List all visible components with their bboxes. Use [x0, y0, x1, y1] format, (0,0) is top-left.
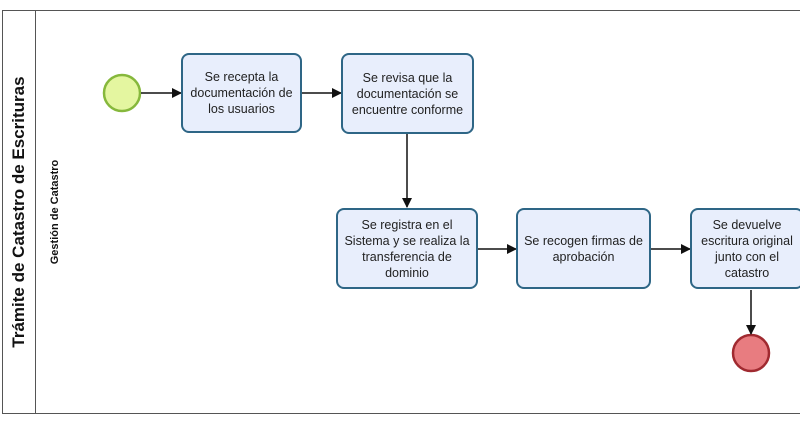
task-devuelve-escritura: Se devuelve escritura original junto con…: [690, 208, 800, 289]
task-label: Se revisa que la documentación se encuen…: [351, 70, 464, 117]
task-recogen-firmas: Se recogen firmas de aprobación: [516, 208, 651, 289]
task-label: Se devuelve escritura original junto con…: [701, 217, 793, 280]
task-revisa-documentacion: Se revisa que la documentación se encuen…: [341, 53, 474, 134]
task-registra-sistema: Se registra en el Sistema y se realiza l…: [336, 208, 478, 289]
task-label: Se recepta la documentación de los usuar…: [190, 70, 293, 116]
pool: [2, 10, 800, 414]
pool-header: [2, 10, 36, 414]
start-event: [102, 73, 142, 113]
end-event: [731, 333, 771, 373]
task-recepta-documentacion: Se recepta la documentación de los usuar…: [181, 53, 302, 133]
task-label: Se recogen firmas de aprobación: [524, 233, 643, 264]
task-label: Se registra en el Sistema y se realiza l…: [344, 217, 470, 280]
